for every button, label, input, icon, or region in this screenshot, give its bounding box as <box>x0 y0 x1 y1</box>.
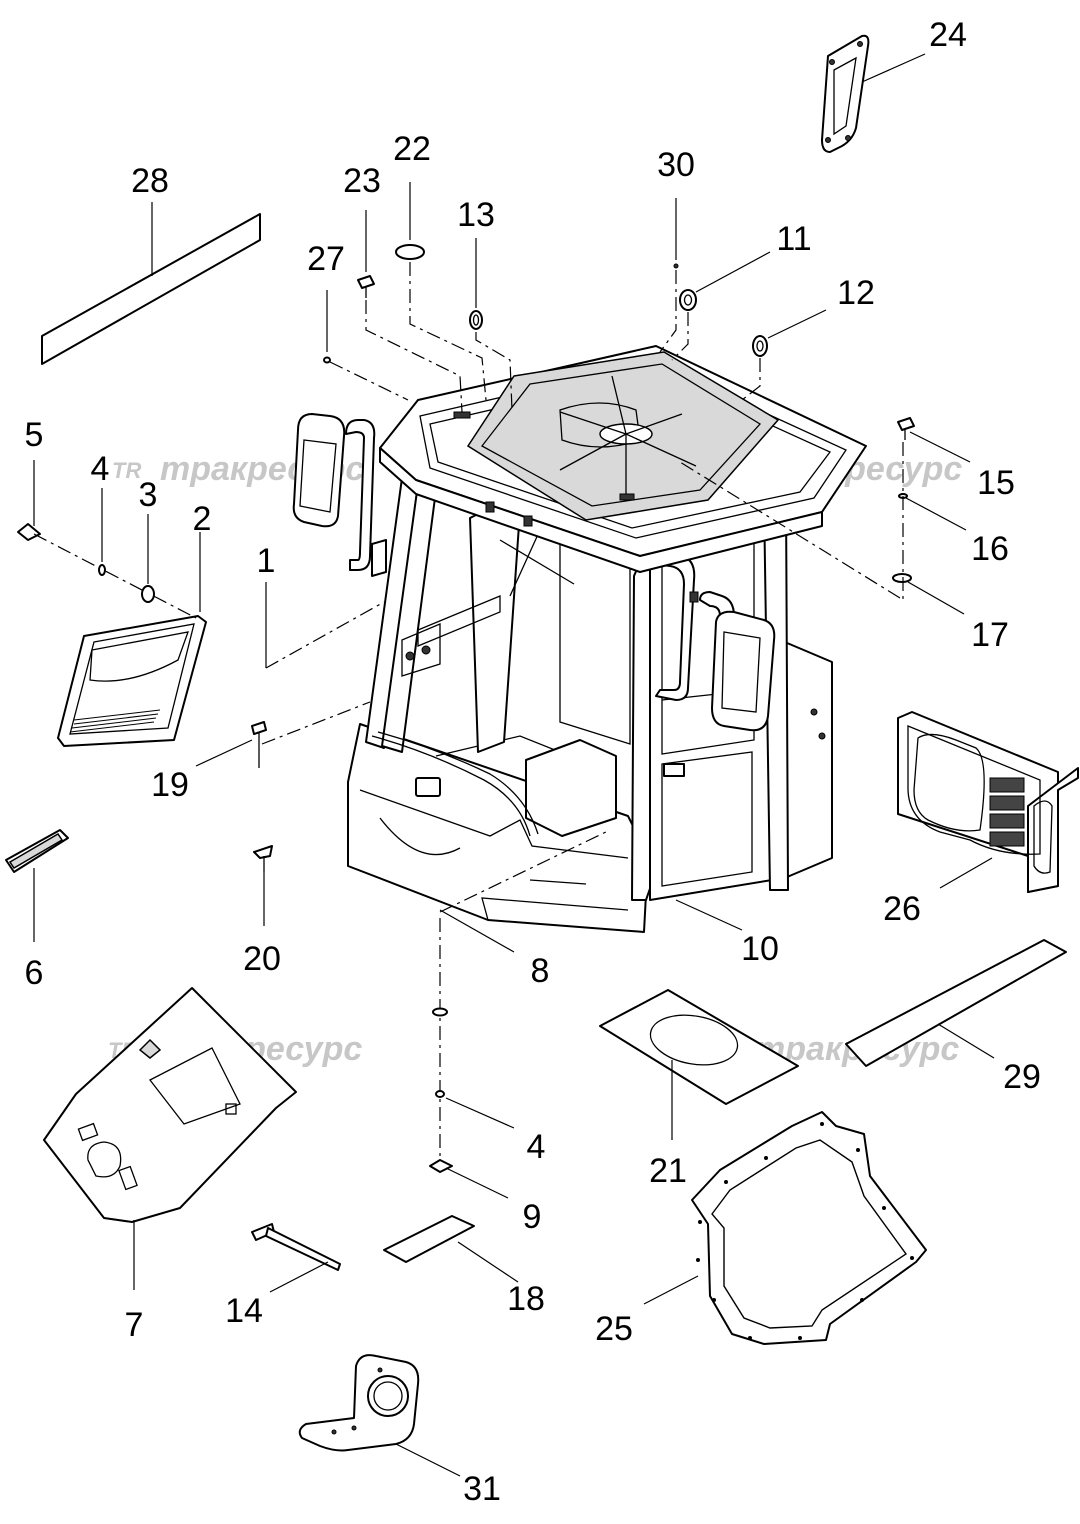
part-2-vent-housing <box>57 532 207 747</box>
callout-23: 23 <box>343 162 381 200</box>
part-25-gasket <box>643 1111 927 1345</box>
svg-text:TR: TR <box>112 458 141 483</box>
callout-27: 27 <box>307 240 345 278</box>
part-31-bracket <box>298 1354 461 1477</box>
callout-10: 10 <box>741 930 779 968</box>
callout-15: 15 <box>977 464 1015 502</box>
callout-31: 31 <box>463 1470 501 1508</box>
part-24-plate <box>821 34 926 153</box>
part-12-grommet <box>741 309 827 401</box>
callout-2: 2 <box>193 500 212 538</box>
callout-9: 9 <box>523 1198 542 1236</box>
callout-26: 26 <box>883 890 921 928</box>
callout-13: 13 <box>457 196 495 234</box>
callout-18: 18 <box>507 1280 545 1318</box>
callout-12: 12 <box>837 274 875 312</box>
fastener-5-4-3 <box>17 460 197 619</box>
part-30-fastener <box>659 198 679 353</box>
part-26-side-panel <box>897 711 1079 893</box>
callout-30: 30 <box>657 146 695 184</box>
part-19-bolt <box>195 701 371 768</box>
part-20-clip <box>253 845 273 926</box>
part-10-leader <box>675 899 743 931</box>
callout-19: 19 <box>151 766 189 804</box>
callout-5: 5 <box>25 416 44 454</box>
part-7-floor-mat <box>43 987 297 1290</box>
callout-25: 25 <box>595 1310 633 1348</box>
callout-7: 7 <box>125 1306 144 1344</box>
callout-24: 24 <box>929 16 967 54</box>
part-21-mat <box>599 989 799 1140</box>
callout-1: 1 <box>257 542 276 580</box>
part-8-9-fastener-stack <box>429 829 611 1199</box>
part-15-16-17-fasteners <box>679 417 971 615</box>
part-18-label <box>383 1215 519 1283</box>
callout-16: 16 <box>971 530 1009 568</box>
part-29-strip <box>845 939 1067 1067</box>
callout-4: 4 <box>91 450 110 488</box>
part-22-cap <box>395 182 487 401</box>
part-27-fastener <box>323 290 409 401</box>
callout-22: 22 <box>393 130 431 168</box>
callout-28: 28 <box>131 162 169 200</box>
callout-21: 21 <box>649 1152 687 1190</box>
part-23-screw <box>357 210 463 413</box>
callout-labels: 1 2 3 4 5 6 7 8 9 10 11 12 13 14 15 16 1… <box>25 16 1041 1508</box>
callout-11: 11 <box>776 220 811 258</box>
part-1-leaders <box>265 582 385 669</box>
callout-3: 3 <box>139 476 158 514</box>
callout-4-lower: 4 <box>527 1128 546 1166</box>
callout-20: 20 <box>243 940 281 978</box>
callout-29: 29 <box>1003 1058 1041 1096</box>
callout-8: 8 <box>531 952 550 990</box>
callout-17: 17 <box>971 616 1009 654</box>
part-14-rod <box>251 1223 341 1293</box>
callout-14: 14 <box>225 1292 263 1330</box>
part-28-strip <box>41 202 261 365</box>
part-6-weatherstrip <box>5 829 69 942</box>
part-13-grommet <box>469 238 513 411</box>
part-11-grommet <box>671 251 771 361</box>
callout-6: 6 <box>25 954 44 992</box>
